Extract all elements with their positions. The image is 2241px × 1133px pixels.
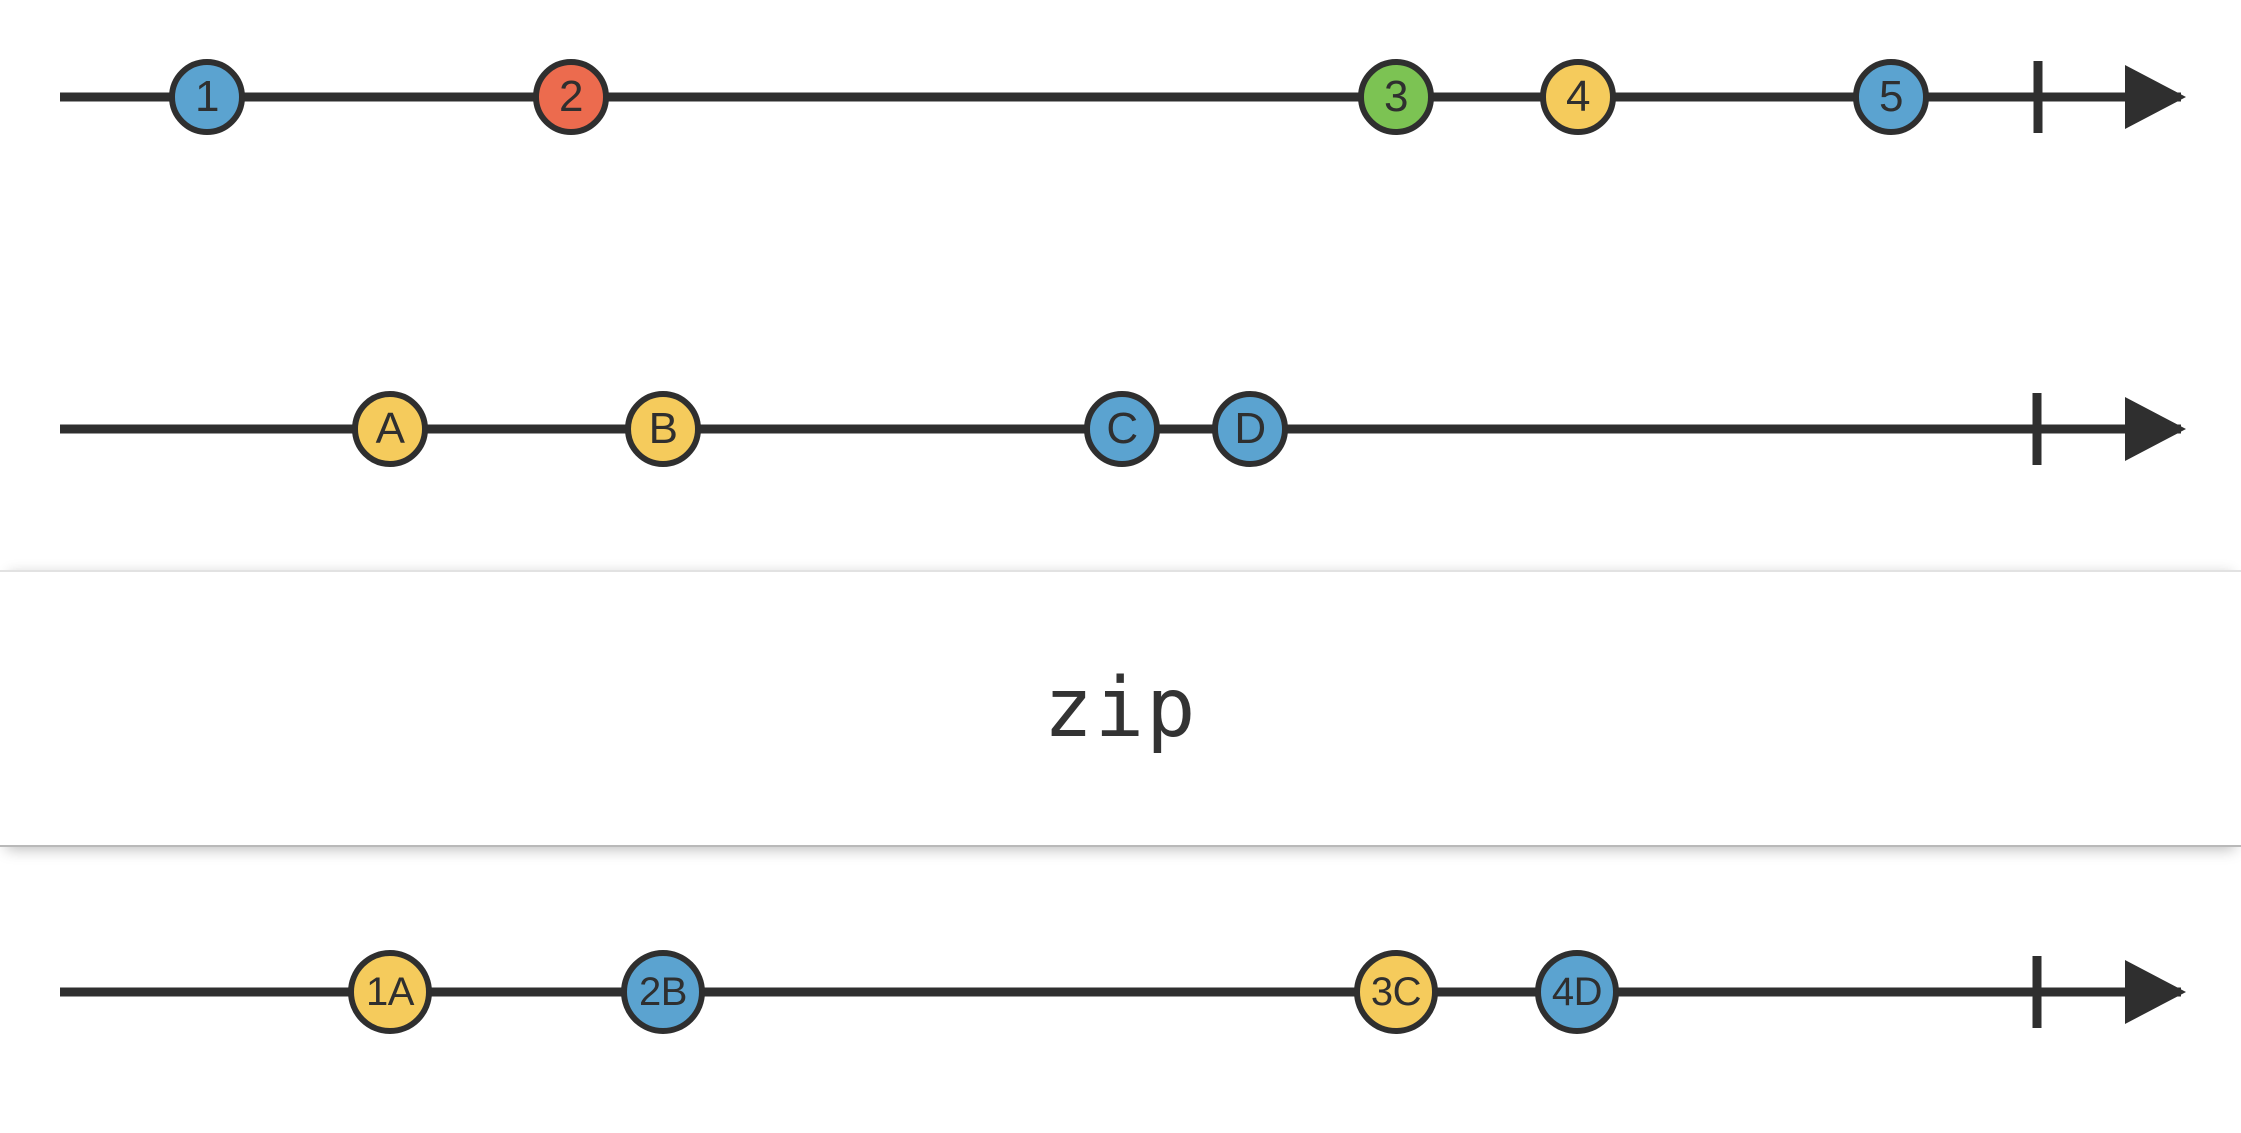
marble-label: 2 xyxy=(559,72,583,121)
marble-label: C xyxy=(1106,404,1138,453)
operator-box: zip xyxy=(0,570,2241,847)
marble-label: 3C xyxy=(1370,970,1422,1014)
marble-4d: 4D xyxy=(1535,950,1619,1034)
marble-1: 1 xyxy=(169,59,245,135)
marble-label: 2B xyxy=(639,970,687,1014)
marble-1a: 1A xyxy=(348,950,432,1034)
input-stream-2: A B C D xyxy=(0,349,2241,509)
output-stream-axis xyxy=(60,956,2186,1028)
arrow-head-icon xyxy=(2125,65,2186,129)
marble-3c: 3C xyxy=(1354,950,1438,1034)
marble-label: 1 xyxy=(195,72,219,121)
marble-5: 5 xyxy=(1853,59,1929,135)
output-stream: 1A 2B 3C 4D xyxy=(0,912,2241,1072)
marble-label: 1A xyxy=(366,970,414,1014)
marble-b: B xyxy=(625,391,701,467)
arrow-head-icon xyxy=(2125,397,2186,461)
operator-label: zip xyxy=(1043,660,1198,756)
marble-label: B xyxy=(648,404,678,453)
marble-label: 4 xyxy=(1566,72,1590,121)
marble-c: C xyxy=(1084,391,1160,467)
marble-4: 4 xyxy=(1540,59,1616,135)
marble-3: 3 xyxy=(1358,59,1434,135)
arrow-head-icon xyxy=(2125,960,2186,1024)
marble-label: 3 xyxy=(1384,72,1408,121)
marble-2b: 2B xyxy=(621,950,705,1034)
marble-d: D xyxy=(1212,391,1288,467)
marble-2: 2 xyxy=(533,59,609,135)
marble-label: 4D xyxy=(1551,970,1603,1014)
marble-label: 5 xyxy=(1879,72,1903,121)
marble-a: A xyxy=(352,391,428,467)
input-stream-1: 1 2 3 4 5 xyxy=(0,17,2241,177)
input-stream-1-axis xyxy=(60,61,2186,133)
marble-label: D xyxy=(1234,404,1266,453)
marble-label: A xyxy=(375,404,405,453)
